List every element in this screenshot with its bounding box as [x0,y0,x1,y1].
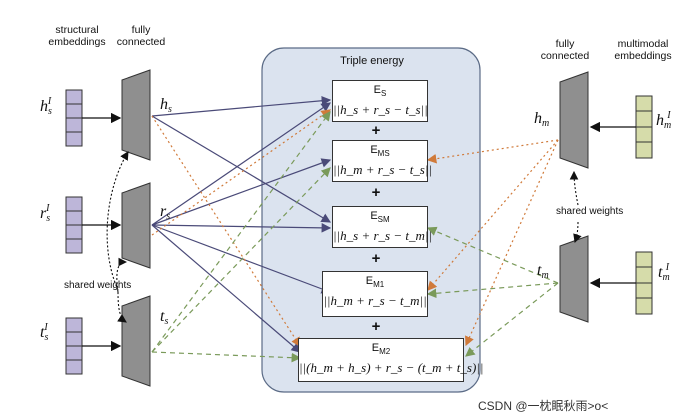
label-ts: ts [160,308,169,327]
energy-formula-em1: ||h_m + r_s − t_m|| [323,293,427,309]
header-fully-connected-right: fully connected [540,38,590,62]
plus-3: + [371,250,381,267]
fc-trapezoid-hm [559,71,589,169]
plus-1: + [371,122,381,139]
header-structural-embeddings: structural embeddings [48,24,106,48]
multimodal-embedding-h [635,95,653,159]
structural-embedding-r [65,196,83,254]
energy-formula-esm: ||h_s + r_s − t_m|| [333,228,433,244]
label-hs-input: hsI [40,96,52,117]
plus-2: + [371,184,381,201]
energy-name-es: ES [373,84,387,99]
fc-trapezoid-t [121,295,151,387]
header-multimodal-embeddings: multimodal embeddings [614,38,672,62]
energy-box-esm: ESM ||h_s + r_s − t_m|| [332,206,433,248]
multimodal-embedding-t [635,251,653,315]
label-hm: hm [534,110,550,129]
label-tm-input: tmI [658,262,670,283]
panel-title: Triple energy [340,55,404,67]
fc-trapezoid-r [121,182,151,269]
fc-trapezoid-h [121,69,151,161]
energy-formula-es: ||h_s + r_s − t_s|| [333,102,428,118]
energy-formula-em2: ||(h_m + h_s) + r_s − (t_m + t_s)|| [299,360,484,376]
structural-embedding-h [65,89,83,147]
shared-weights-right: shared weights [556,206,624,217]
structural-embedding-t [65,317,83,375]
label-tm: tm [537,262,549,281]
energy-name-esm: ESM [370,210,390,225]
energy-name-ems: EMS [370,144,390,159]
header-fully-connected-left: fully connected [116,24,166,48]
energy-name-em1: EM1 [365,275,385,290]
watermark: CSDN @一枕眠秋雨>o< [478,399,609,413]
plus-4: + [371,318,381,335]
shared-weights-left: shared weights [64,280,132,291]
label-hm-input: hmI [656,110,672,131]
energy-name-em2: EM2 [371,342,391,357]
energy-box-es: ES ||h_s + r_s − t_s|| [332,80,428,122]
fc-trapezoid-tm [559,235,589,323]
energy-formula-ems: ||h_m + r_s − t_s|| [333,162,433,178]
energy-box-ems: EMS ||h_m + r_s − t_s|| [332,140,433,182]
label-hs: hs [160,96,172,115]
energy-box-em2: EM2 ||(h_m + h_s) + r_s − (t_m + t_s)|| [298,338,484,382]
energy-box-em1: EM1 ||h_m + r_s − t_m|| [322,271,428,317]
label-rs-input: rsI [40,203,51,224]
label-rs: rs [160,203,171,222]
label-ts-input: tsI [40,322,49,343]
